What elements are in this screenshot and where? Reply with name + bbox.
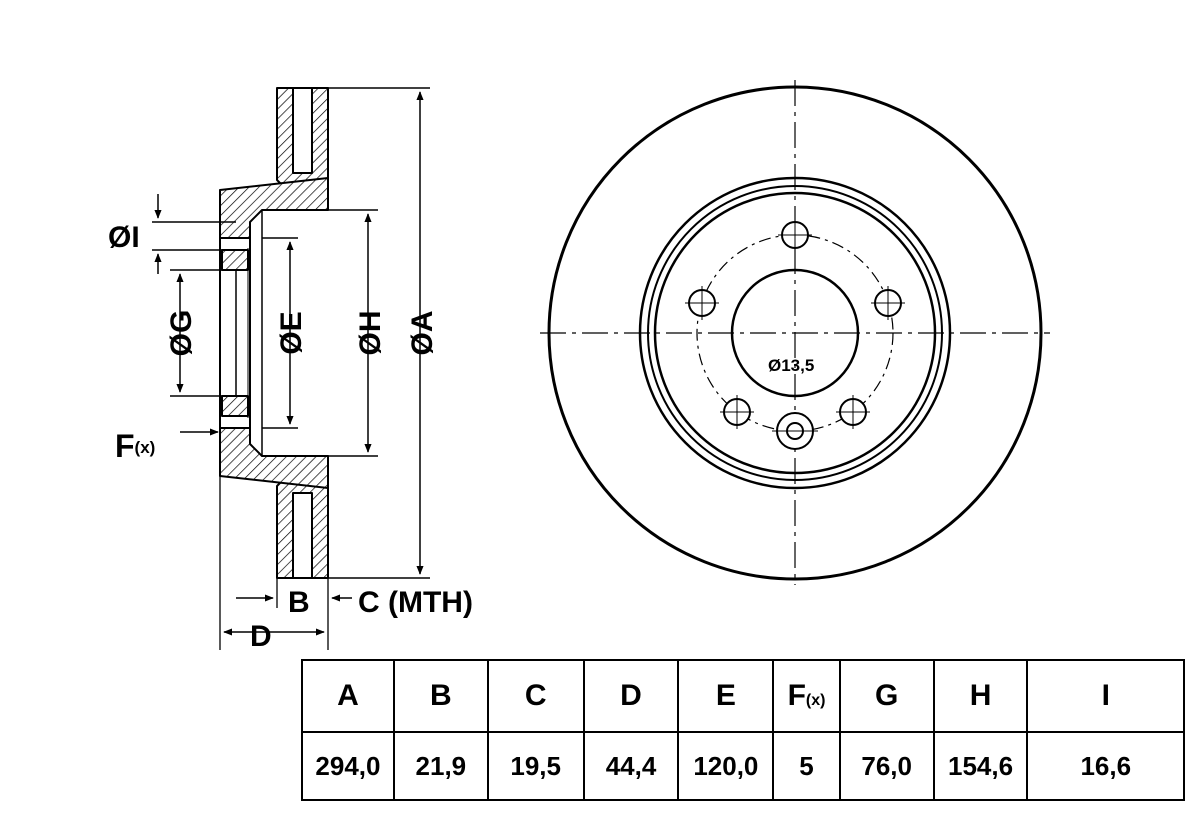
header-label: C [524, 679, 547, 712]
value-cell: 44,4 [582, 731, 680, 801]
label-C: C (MTH) [358, 586, 473, 619]
header-label: E [715, 679, 736, 712]
value-cell: 16,6 [1026, 731, 1185, 801]
value-cell: 5 [772, 731, 841, 801]
header-cell: H [932, 659, 1029, 733]
value-cell: 294,0 [301, 731, 395, 801]
value-cell: 120,0 [677, 731, 775, 801]
front-view [540, 80, 1050, 585]
bolt-holes [688, 221, 902, 450]
header-label: B [430, 679, 452, 712]
hat-flange-upper [219, 177, 329, 239]
bolt-hole-diameter-label: Ø13,5 [768, 356, 814, 375]
label-A: ØA [406, 311, 439, 356]
header-cell: F(x) [772, 659, 841, 733]
header-cell: G [838, 659, 935, 733]
header-label: I [1101, 679, 1110, 712]
label-I: ØI [108, 221, 140, 254]
bolt-hole-crosshairs [685, 218, 905, 432]
dimension-table-header: A B C D E F(x) G H I [301, 659, 1185, 733]
value-cell: 76,0 [838, 731, 935, 801]
header-cell: B [392, 659, 489, 733]
header-label: D [620, 679, 642, 712]
label-G: ØG [165, 310, 198, 357]
label-B: B [288, 586, 310, 619]
header-cell: A [301, 659, 395, 733]
dimension-lines [152, 87, 430, 636]
header-sublabel: (x) [805, 692, 826, 709]
label-E: ØE [275, 311, 308, 354]
cross-section-view [219, 87, 329, 650]
header-cell: C [486, 659, 585, 733]
header-label: A [337, 679, 359, 712]
hat-flange-lower [219, 427, 329, 489]
header-cell: E [677, 659, 775, 733]
header-cell: I [1026, 659, 1185, 733]
header-cell: D [582, 659, 680, 733]
value-cell: 19,5 [486, 731, 585, 801]
header-label: H [969, 679, 992, 712]
label-H: ØH [354, 311, 387, 356]
label-D: D [250, 620, 272, 653]
value-cell: 154,6 [932, 731, 1029, 801]
value-cell: 21,9 [392, 731, 489, 801]
header-label: F [787, 679, 806, 712]
label-F-sub: (x) [135, 438, 156, 457]
header-label: G [875, 679, 899, 712]
label-F: F(x) [115, 428, 155, 464]
